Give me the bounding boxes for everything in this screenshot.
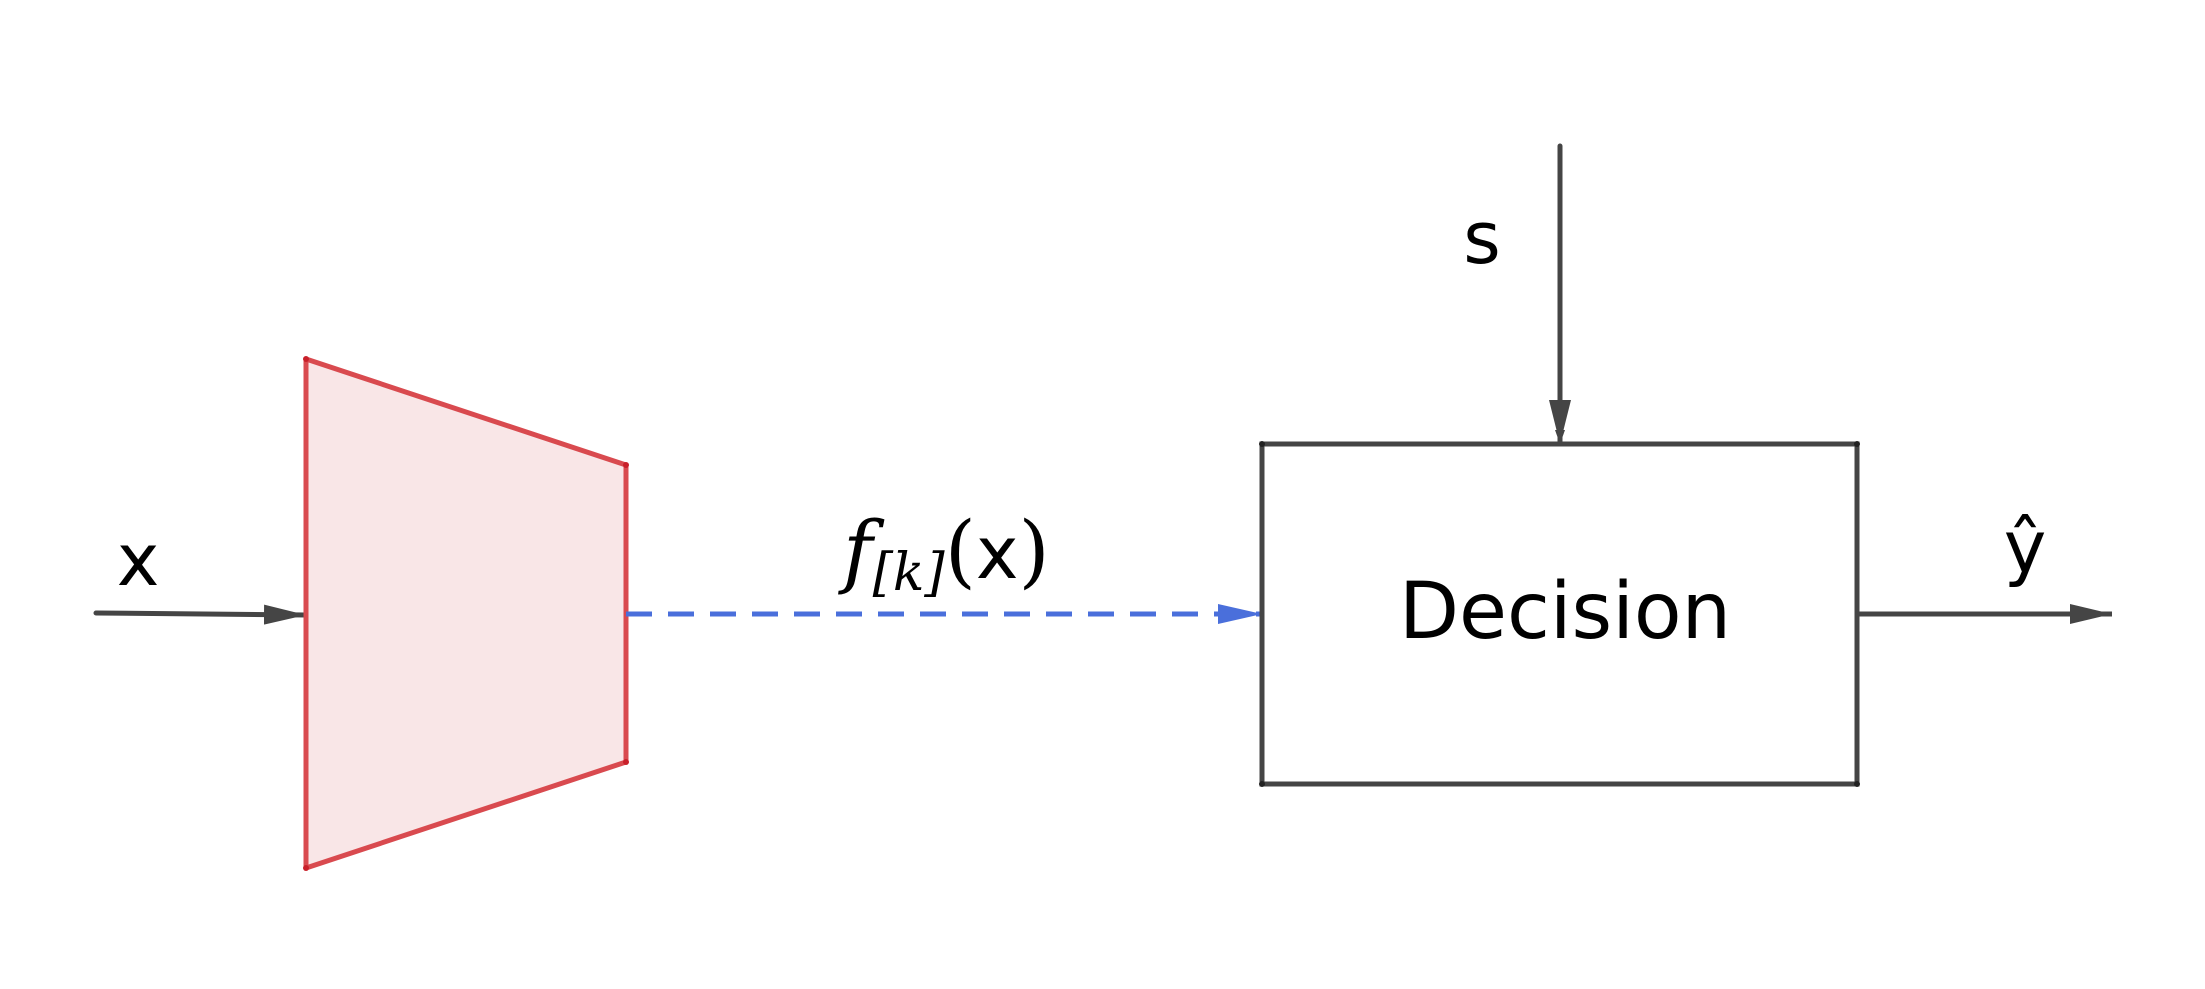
feature-arg-close: ) [1019,504,1050,597]
encoder-corner-dots [303,356,629,871]
decision-box-corner-dots [1259,441,1860,787]
input-arrow [93,604,309,625]
feature-label: f[k](x) [838,504,1050,603]
side-input-arrowhead [1549,400,1571,444]
feature-arg: x [976,511,1019,595]
feature-arg-open: ( [945,504,976,597]
decision-box [1259,441,1860,787]
input-label: x [117,518,160,602]
feature-subscript: [k] [873,543,946,603]
encoder-trapezoid [303,356,629,871]
output-label: ŷ [2004,505,2047,589]
side-input-label: s [1463,196,1501,280]
decision-label: Decision [1399,567,1731,657]
